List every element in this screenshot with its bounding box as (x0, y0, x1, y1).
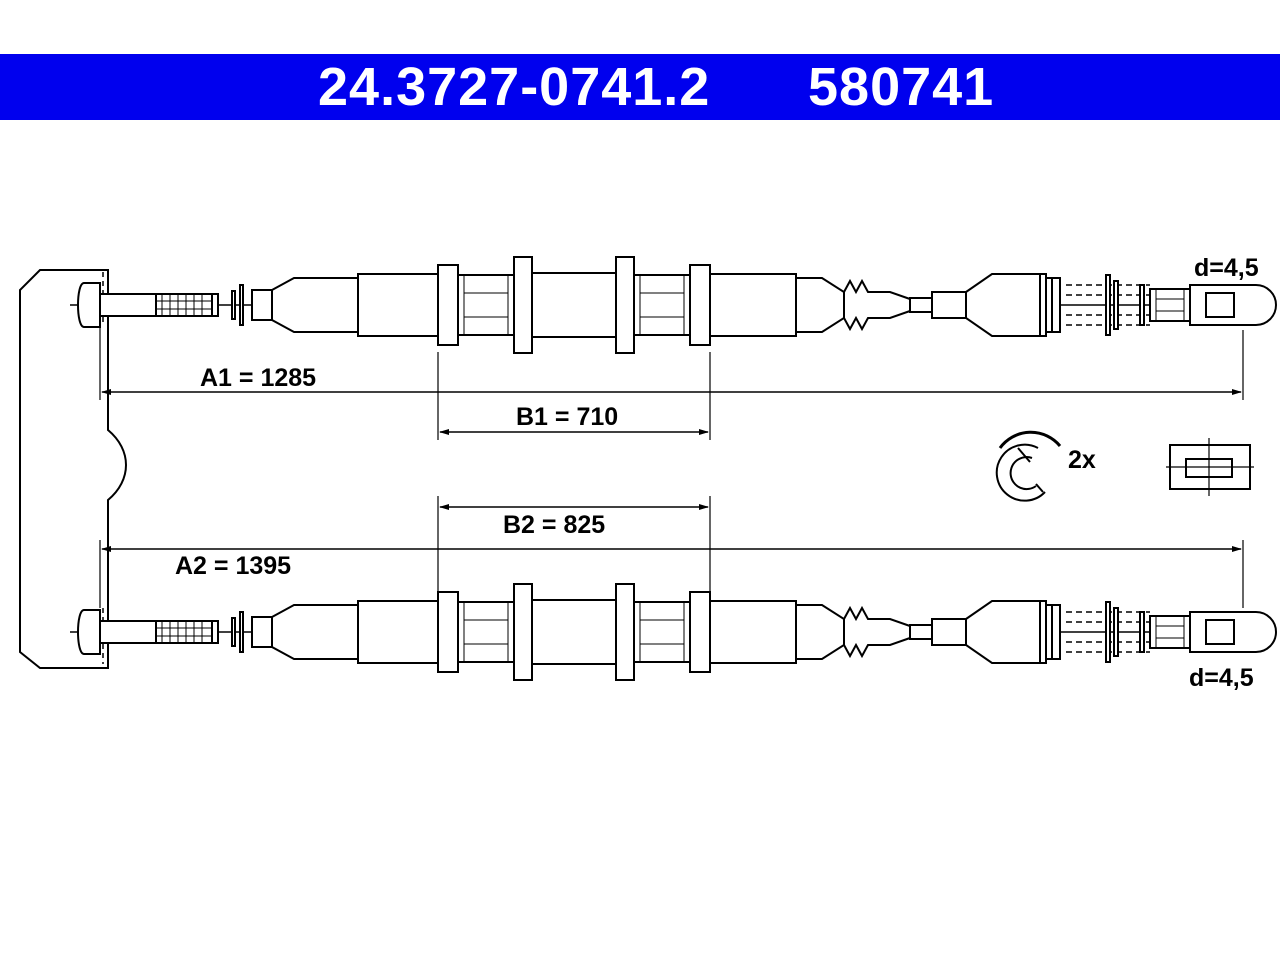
retaining-clip-icon (995, 430, 1062, 502)
diameter-label-top: d=4,5 (1194, 254, 1259, 282)
a2-label: A2 = 1395 (175, 552, 291, 580)
a1-label: A1 = 1285 (200, 364, 316, 392)
equaliser-bracket (19, 269, 127, 669)
part-number: 24.3727-0741.2 (318, 57, 711, 117)
b1-label: B1 = 710 (516, 403, 618, 431)
end-clip-icon (1166, 438, 1254, 496)
lower-cable (69, 583, 1277, 681)
upper-cable (69, 256, 1277, 354)
clip-quantity-label: 2x (1068, 446, 1096, 474)
b2-label: B2 = 825 (503, 511, 605, 539)
reference-number: 580741 (808, 57, 995, 117)
diameter-label-bottom: d=4,5 (1189, 664, 1254, 692)
header-bar (0, 54, 1280, 120)
